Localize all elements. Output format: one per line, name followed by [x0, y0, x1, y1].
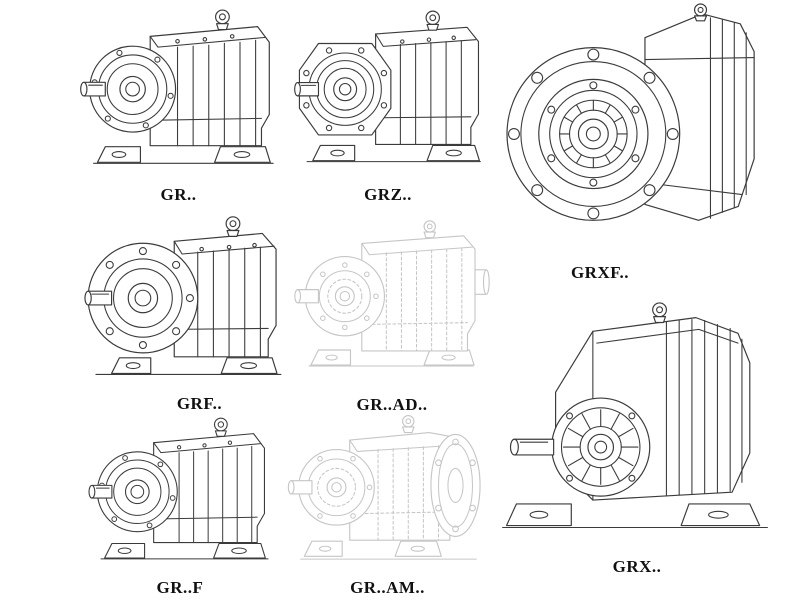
figure-gr: GR.. [76, 2, 281, 205]
gearbox-label: GRXF.. [570, 263, 630, 282]
gr-f-gearmotor-drawing [88, 417, 269, 560]
lifting-eyebolt [425, 10, 440, 31]
gr-gearmotor-drawing [80, 9, 274, 164]
input-shaft [294, 289, 319, 304]
base-and-feet [95, 357, 282, 375]
grxf-flange-gearbox-drawing [506, 3, 755, 221]
front-bearing-housing [96, 451, 178, 533]
gearbox-label: GR..AM.. [350, 578, 425, 597]
figure-grad: GR..AD.. [292, 215, 492, 415]
gearbox-label: GR.. [160, 185, 197, 204]
base-and-feet [93, 146, 274, 164]
lifting-eyebolt [225, 216, 241, 237]
base-and-feet [306, 144, 481, 163]
gear-detail [559, 99, 628, 169]
front-bearing-housing [89, 45, 177, 133]
lifting-eyebolt [652, 302, 668, 324]
lifting-eyebolt [215, 9, 230, 31]
gearbox-label: GR..F [156, 578, 204, 597]
figure-grz: GRZ.. [288, 2, 488, 205]
housing-body [153, 433, 265, 544]
figure-grf: GRF.. [78, 208, 293, 414]
gearbox-label: GRX.. [612, 557, 662, 576]
figure-gram: GR..AM.. [285, 408, 490, 598]
housing-body [173, 232, 277, 358]
lifting-eyebolt [402, 414, 415, 434]
base-and-feet [300, 540, 477, 560]
input-shaft [88, 484, 113, 499]
base-and-feet [100, 542, 269, 560]
input-shaft [80, 81, 106, 97]
gearbox-label: GRZ.. [364, 185, 412, 204]
grad-ghost-gearbox-drawing [294, 220, 490, 367]
base-and-feet [308, 349, 475, 367]
front-gear-face [304, 256, 386, 337]
grx-gearbox-drawing [502, 302, 768, 529]
base-and-feet [502, 503, 768, 529]
octagonal-front-plate [298, 42, 392, 136]
input-adapter-shaft [474, 269, 490, 295]
lifting-eyebolt [423, 220, 436, 239]
input-shaft [84, 290, 113, 306]
front-bearing-housing [551, 397, 651, 497]
input-shaft [287, 480, 313, 495]
motor-mounting-flange [430, 433, 481, 538]
gram-ghost-gearbox-drawing [287, 414, 481, 560]
housing-body [375, 26, 480, 146]
grz-gearmotor-drawing [294, 10, 481, 163]
front-gear-face [298, 448, 375, 526]
input-shaft [294, 81, 320, 97]
lifting-eyebolt [693, 3, 708, 22]
figure-gr-f: GR..F [80, 410, 280, 598]
lifting-eyebolt [213, 417, 228, 437]
figure-grx: GRX.. [492, 298, 782, 577]
input-shaft [509, 438, 555, 456]
gearbox-label: GR..AD.. [356, 395, 428, 414]
figure-grxf: GRXF.. [495, 0, 785, 283]
grf-flange-gearmotor-drawing [84, 216, 282, 375]
housing-body [361, 235, 476, 352]
housing-body [149, 26, 270, 147]
gearbox-label: GRF.. [176, 394, 223, 413]
